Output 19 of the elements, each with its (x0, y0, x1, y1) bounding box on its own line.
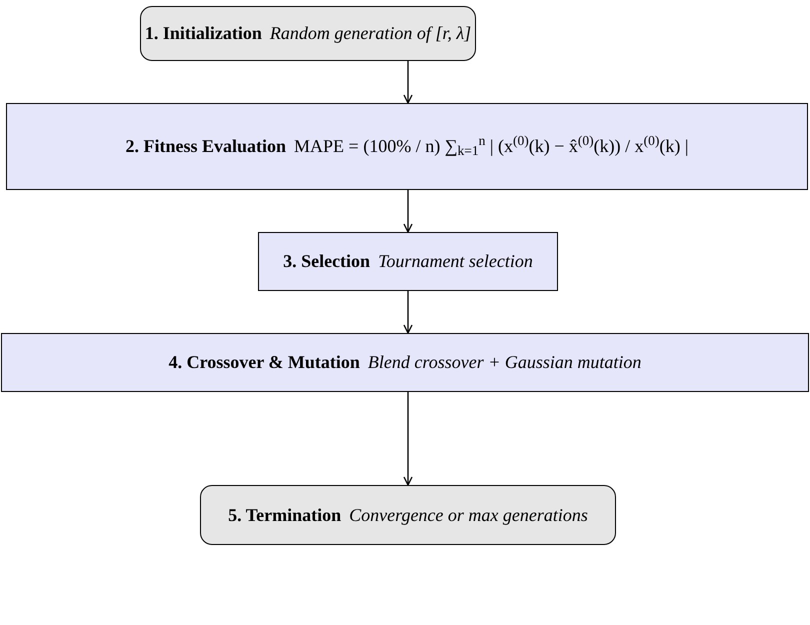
terminal-box (200, 485, 616, 545)
arrow (403, 190, 413, 233)
step-title: 4. Crossover & Mutation (168, 351, 360, 374)
process-box (258, 232, 558, 291)
terminal-box (140, 6, 476, 61)
step-title: 5. Termination (228, 504, 342, 526)
step-description: Tournament selection (378, 250, 533, 273)
step-description: Random generation of [r, λ] (270, 22, 472, 45)
step-title: 1. Initialization (144, 22, 262, 45)
step-description: Blend crossover + Gaussian mutation (368, 351, 642, 374)
step-title: 3. Selection (283, 250, 370, 273)
step-description: Convergence or max generations (349, 504, 588, 527)
arrow (403, 61, 413, 104)
arrow (403, 392, 413, 486)
arrow (403, 291, 413, 334)
formula: MAPE = (100% / n) ∑$_{k=1}$$^{n}$ | (x$^{(0)}$(k) − x̂$^{(0)}$(k)) / x$^{(0)}$(k) | (294, 133, 688, 160)
process-box (6, 103, 808, 190)
process-box (1, 333, 809, 392)
step-title: 2. Fitness Evaluation (126, 135, 286, 158)
